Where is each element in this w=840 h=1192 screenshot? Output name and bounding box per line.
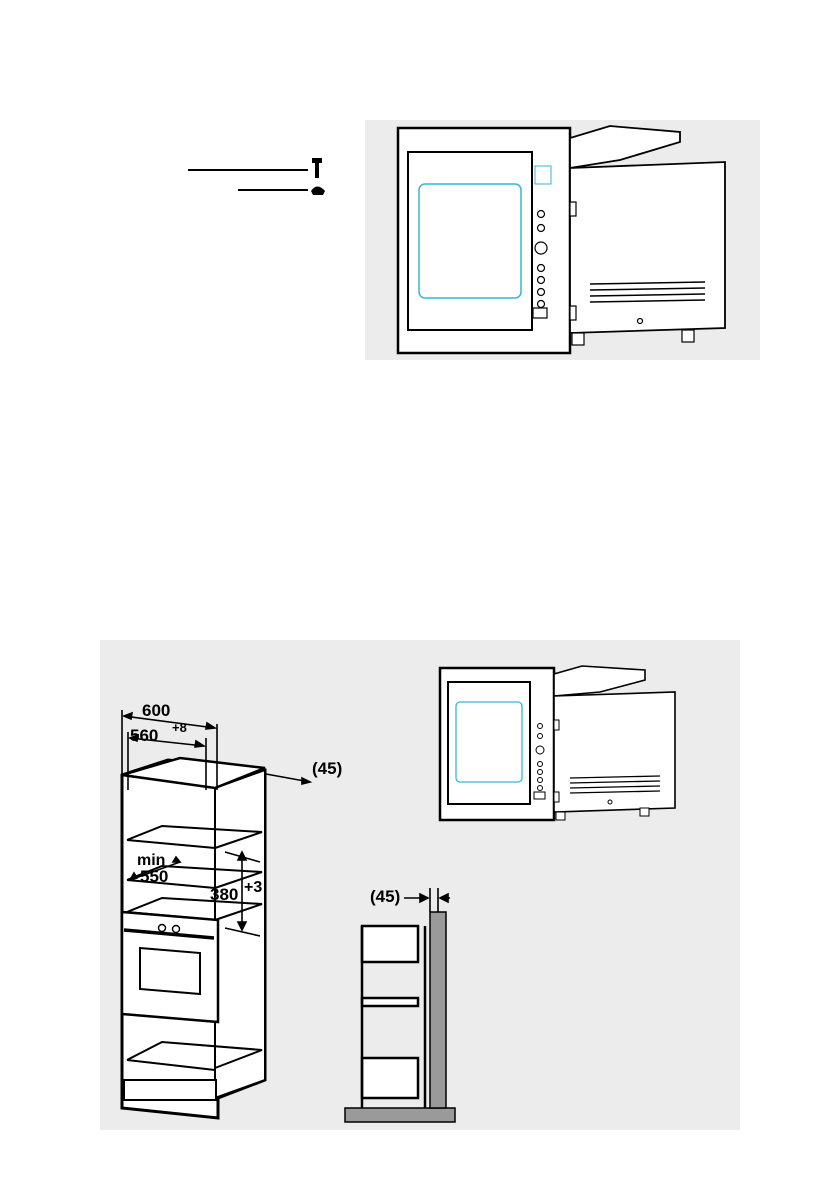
microwave-foot-right [682,330,694,342]
microwave-door [408,152,532,330]
dim-560-label: 560 [130,726,158,745]
dim-45-side-label: (45) [370,887,400,906]
dim-45-cabinet-label: (45) [312,759,342,778]
microwave-mount-bracket-top [570,202,576,216]
cabinet-plinth [124,1080,216,1100]
cabinet-installation-figure: 600 560 +8 min 550 380 +3 (45) [100,640,740,1130]
dim-380-label: 380 [210,885,238,904]
dim-380-tolerance: +3 [244,879,262,896]
dim-560-tolerance: +8 [172,720,187,735]
top-installation-figure [140,120,760,360]
dim-550-label: 550 [140,867,168,886]
microwave-mount-bracket-bottom [570,306,576,320]
side-floor [345,1108,455,1122]
side-wall-panel [430,912,446,1108]
screw-cap-icon [311,187,325,196]
screw-icon [312,158,322,178]
dim-600-label: 600 [142,701,170,720]
microwave-foot-left [572,333,584,345]
built-in-oven [122,912,218,1022]
oven-knob-right [173,926,180,933]
microwave-cabinet-side [570,162,725,333]
oven-window [140,948,200,994]
oven-knob-left [159,925,166,932]
